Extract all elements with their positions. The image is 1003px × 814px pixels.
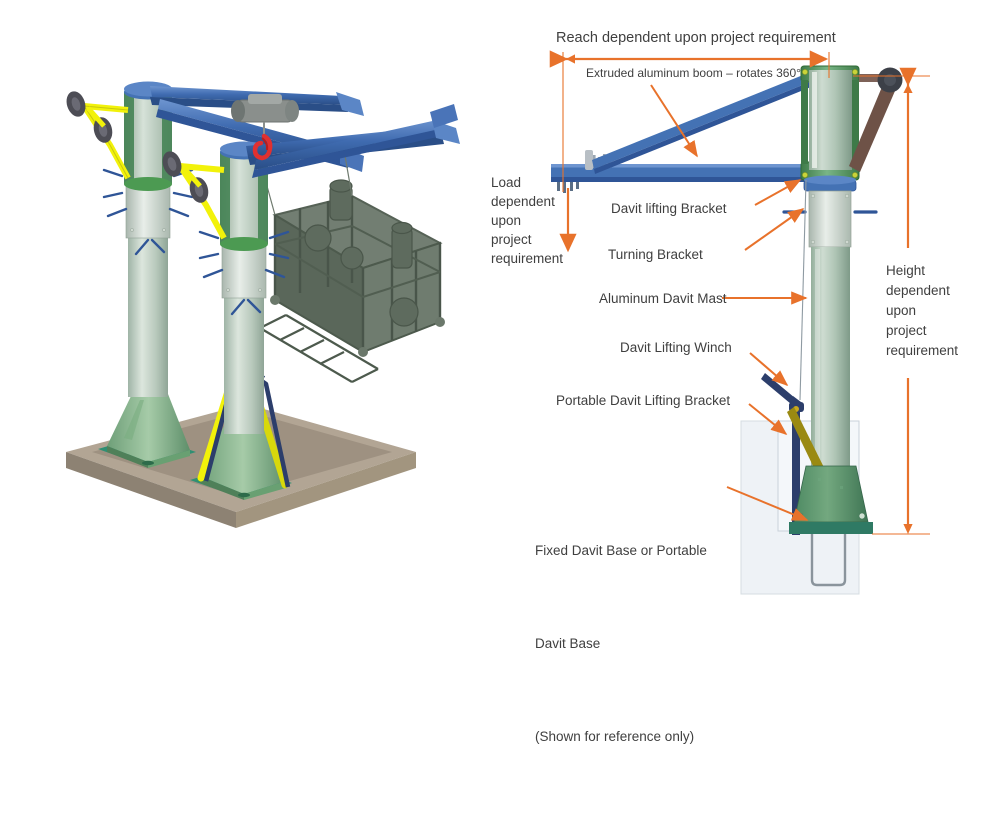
- callout-leaders: [650, 84, 809, 521]
- label-davit-base: Fixed Davit Base or Portable Davit Base …: [535, 473, 707, 814]
- label-height-dependent: Height dependent upon project requiremen…: [886, 261, 976, 361]
- height-line-5: requirement: [886, 343, 959, 358]
- tensioner-assembly-rear: [66, 91, 131, 180]
- label-davit-lifting-bracket: Davit lifting Bracket: [611, 201, 727, 216]
- label-reach: Reach dependent upon project requirement: [556, 30, 836, 46]
- dimension-reach: [549, 50, 830, 192]
- davit-3d-illustration: [66, 50, 930, 595]
- davit-base-line-3: (Shown for reference only): [535, 729, 695, 744]
- load-line-4: project: [491, 232, 532, 247]
- height-line-4: project: [886, 323, 927, 338]
- dimension-height: [853, 67, 930, 535]
- label-davit-lifting-winch: Davit Lifting Winch: [620, 340, 732, 355]
- tensioner-assembly-front: [162, 151, 227, 240]
- height-line-1: Height: [886, 263, 926, 278]
- label-load-dependent: Load dependent upon project requirement: [491, 173, 564, 268]
- label-portable-davit-lifting-bracket: Portable Davit Lifting Bracket: [556, 393, 731, 408]
- aluminum-davit-mast: [811, 247, 850, 469]
- load-line-5: requirement: [491, 251, 564, 266]
- turning-bracket: [803, 175, 857, 192]
- pulley-sheave: [849, 67, 903, 172]
- suspended-work-platform: [244, 149, 445, 383]
- davit-base-line-1: Fixed Davit Base or Portable: [535, 543, 707, 558]
- height-line-3: upon: [886, 303, 917, 318]
- label-aluminum-davit-mast: Aluminum Davit Mast: [599, 291, 727, 306]
- boom-horizontal: [551, 150, 809, 193]
- boom-angled: [592, 73, 811, 174]
- davit-unit-front: [162, 104, 460, 500]
- figure-canvas: Reach dependent upon project requirement…: [66, 30, 976, 744]
- load-line-1: Load: [491, 175, 522, 190]
- label-turning-bracket: Turning Bracket: [608, 247, 703, 262]
- load-line-2: dependent: [491, 194, 555, 209]
- height-line-2: dependent: [886, 283, 950, 298]
- hoist-trolley: [231, 94, 299, 161]
- davit-base-line-2: Davit Base: [535, 636, 601, 651]
- label-boom: Extruded aluminum boom – rotates 360°: [586, 66, 801, 80]
- davit-base: [789, 465, 873, 534]
- load-line-3: upon: [491, 213, 522, 228]
- mast-collar-sleeve: [782, 190, 878, 248]
- winch-cable: [799, 179, 807, 401]
- davit-elevation-diagram: [549, 50, 930, 595]
